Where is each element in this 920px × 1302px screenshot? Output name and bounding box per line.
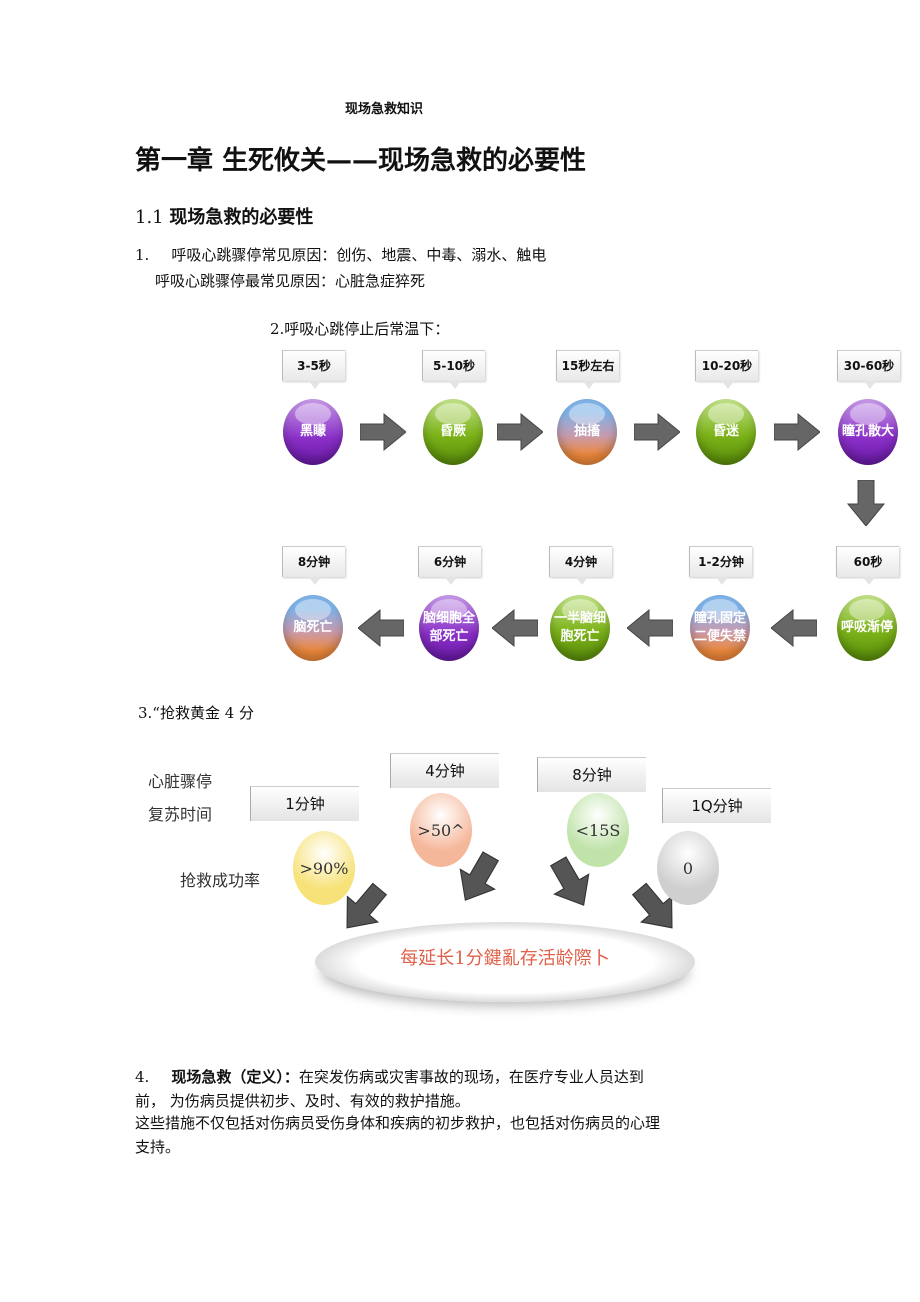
item3-title: 3.“抢救黄金 4 分 (138, 704, 255, 722)
success-rate-label: 抢救成功率 (180, 871, 261, 890)
success-rate-value: >50^ (417, 820, 465, 840)
arrow-down-icon (443, 843, 511, 917)
cardiac-arrest-label: 心脏骤停 (148, 772, 213, 791)
success-rate-ball: <15S (567, 793, 629, 867)
time-label: 4分钟 (549, 546, 612, 585)
section-heading: 1.1 现场急救的必要性 (135, 203, 313, 229)
state-text: 瞳孔固定二便失禁 (694, 611, 747, 644)
state-ball: 呼吸渐停 (837, 595, 897, 661)
plate (315, 922, 695, 1002)
arrow-right-icon (633, 412, 681, 452)
arrow-left-icon (769, 608, 817, 648)
state-ball: 抽搐 (557, 399, 617, 465)
state-text: 抽搐 (573, 424, 600, 439)
time-label: 6分钟 (418, 546, 481, 585)
section-title: 现场急救的必要性 (169, 207, 314, 228)
state-text: 黑矇 (299, 424, 326, 439)
item4-term: 现场急救（定义）： (171, 1068, 299, 1086)
plate-text: 每延长1分鍵亂存活龄際卜 (400, 948, 610, 969)
item4-line1: 4. 现场急救（定义）：在突发伤病或灾害事故的现场，在医疗专业人员达到 (135, 1064, 644, 1090)
time-label: 8分钟 (282, 546, 345, 585)
arrow-left-icon (490, 608, 538, 648)
arrow-left-icon (626, 608, 674, 648)
state-text: 昏厥 (439, 424, 466, 439)
time-label: 5-10秒 (422, 350, 485, 389)
state-text: 一半脑细胞死亡 (554, 611, 607, 644)
item4-line3: 这些措施不仅包括对伤病员受伤身体和疾病的初步救护，也包括对伤病员的心理 (135, 1114, 661, 1132)
item1-text: 呼吸心跳骤停常见原因：创伤、地震、中毒、溺水、触电 (171, 246, 547, 264)
time-label: 30-60秒 (837, 350, 900, 389)
state-text: 瞳孔散大 (842, 424, 895, 439)
item4-number: 4. (135, 1068, 150, 1086)
state-ball: 昏厥 (423, 399, 483, 465)
state-ball: 瞳孔固定二便失禁 (690, 595, 750, 661)
item1-line2: 呼吸心跳骤停最常见原因：心脏急症猝死 (155, 272, 426, 290)
state-ball: 黑矇 (283, 399, 343, 465)
success-rate-ball: 0 (657, 831, 719, 905)
item1-number: 1. (135, 246, 150, 264)
arrow-down-icon (326, 873, 398, 947)
section-number: 1.1 (135, 207, 164, 228)
arrow-down-icon (538, 848, 606, 922)
resuscitation-time-box: 8分钟 (537, 757, 646, 792)
page-header: 现场急救知识 (345, 102, 424, 117)
success-rate-value: 0 (682, 858, 694, 878)
item4-line2: 前， 为伤病员提供初步、及时、有效的救护措施。 (135, 1092, 470, 1110)
state-text: 呼吸渐停 (841, 620, 894, 635)
state-ball: 昏迷 (696, 399, 756, 465)
state-ball: 脑死亡 (283, 595, 343, 661)
success-rate-ball: >90% (293, 831, 355, 905)
time-label: 3-5秒 (282, 350, 345, 389)
item4-line4: 支持。 (135, 1138, 181, 1156)
state-text: 昏迷 (712, 424, 739, 439)
resuscitation-time-box: 1分钟 (250, 786, 359, 821)
state-ball: 一半脑细胞死亡 (550, 595, 610, 661)
arrow-left-icon (357, 608, 405, 648)
resuscitation-time-box: 1Q分钟 (662, 788, 771, 823)
item1-line1: 1. 呼吸心跳骤停常见原因：创伤、地震、中毒、溺水、触电 (135, 242, 546, 268)
arrow-right-icon (773, 412, 821, 452)
arrow-right-icon (359, 412, 407, 452)
arrow-down-icon (621, 873, 693, 947)
state-ball: 瞳孔散大 (838, 399, 898, 465)
time-label: 10-20秒 (695, 350, 758, 389)
time-label: 15秒左右 (556, 350, 619, 389)
resuscitation-time-box: 4分钟 (390, 753, 499, 788)
chapter-title: 第一章 生死攸关——现场急救的必要性 (135, 146, 587, 176)
time-label: 1-2分钟 (689, 546, 752, 585)
state-text: 脑细胞全部死亡 (423, 611, 476, 644)
item2-title: 2.呼吸心跳停止后常温下： (270, 320, 450, 338)
arrow-down-icon (846, 479, 886, 530)
item4-text: 在突发伤病或灾害事故的现场，在医疗专业人员达到 (298, 1068, 644, 1086)
state-ball: 脑细胞全部死亡 (419, 595, 479, 661)
success-rate-value: >90% (299, 858, 349, 878)
success-rate-value: <15S (575, 820, 621, 840)
success-rate-ball: >50^ (410, 793, 472, 867)
time-label: 60秒 (836, 546, 899, 585)
arrow-right-icon (496, 412, 544, 452)
state-text: 脑死亡 (293, 620, 333, 635)
resuscitation-time-label: 复苏时间 (148, 805, 213, 824)
